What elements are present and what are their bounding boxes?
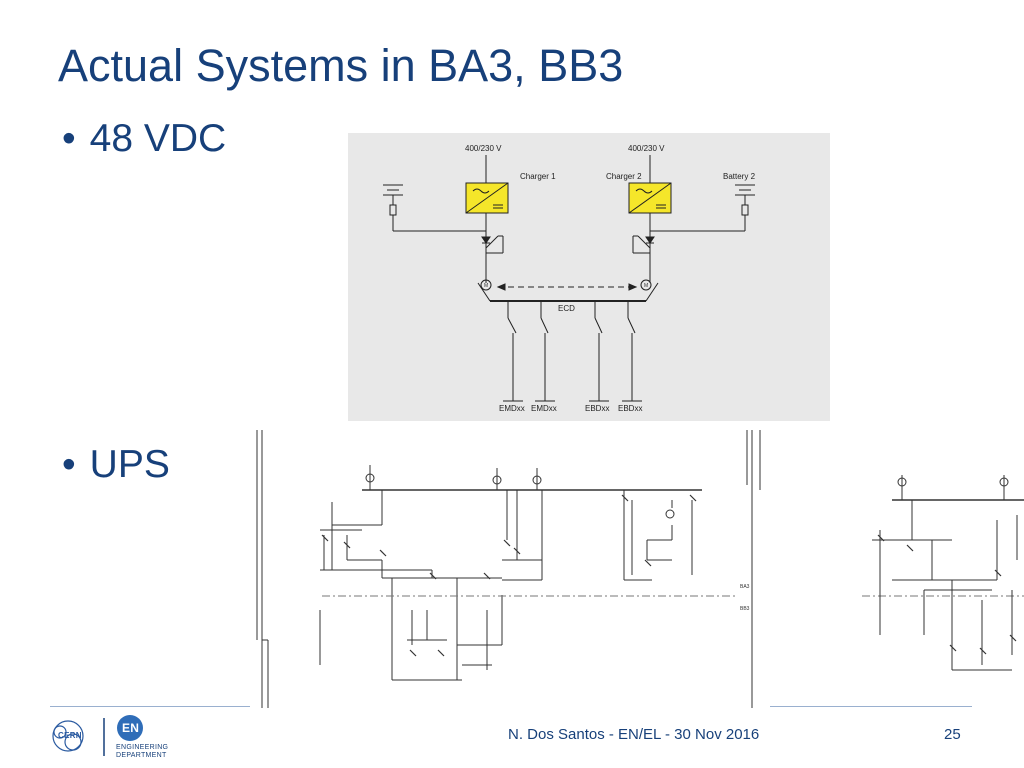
dept-line-2: DEPARTMENT <box>116 752 167 759</box>
output-label: EMDxx <box>499 404 525 413</box>
dept-line-1: ENGINEERING <box>116 744 169 751</box>
motor-left-label: M <box>484 283 488 289</box>
bullet-dot: • <box>62 117 76 160</box>
battery-2-label: Battery 2 <box>723 172 756 181</box>
cern-en-logo: CERN EN ENGINEERING DEPARTMENT <box>48 712 178 762</box>
motor-right-label: M <box>644 283 648 289</box>
output-label: EMDxx <box>531 404 557 413</box>
zone-bb3-label: BB3 <box>740 606 750 612</box>
supply-left-label: 400/230 V <box>465 144 502 153</box>
bullet-label: UPS <box>89 443 170 486</box>
bullet-48vdc: • 48 VDC <box>62 117 226 161</box>
zone-ba3-label: BA3 <box>740 584 750 590</box>
en-logo-icon <box>117 715 143 741</box>
footer-author-date: N. Dos Santos - EN/EL - 30 Nov 2016 <box>508 726 760 743</box>
footer-line-right <box>770 706 972 707</box>
ups-schematic-drawing: BA3 BB3 <box>256 430 1024 708</box>
cern-logo-text: CERN <box>58 731 82 740</box>
bullet-dot: • <box>62 443 76 486</box>
bus-label: ECD <box>558 304 575 313</box>
vdc-schematic-drawing: 400/230 V 400/230 V Charger 1 Charger 2 … <box>383 144 756 413</box>
ups-schematic: BA3 BB3 <box>252 430 1024 708</box>
page-number: 25 <box>944 726 961 743</box>
output-label: EBDxx <box>585 404 609 413</box>
cern-logo-icon <box>52 715 143 756</box>
slide-title: Actual Systems in BA3, BB3 <box>58 40 624 91</box>
en-logo-text: EN <box>122 721 140 735</box>
charger-1-label: Charger 1 <box>520 172 556 181</box>
output-label: EBDxx <box>618 404 642 413</box>
charger-2-label: Charger 2 <box>606 172 642 181</box>
vdc-schematic: 400/230 V 400/230 V Charger 1 Charger 2 … <box>348 133 830 421</box>
bullet-label: 48 VDC <box>89 117 227 160</box>
bullet-ups: • UPS <box>62 443 170 487</box>
supply-right-label: 400/230 V <box>628 144 665 153</box>
footer-line-left <box>50 706 250 707</box>
